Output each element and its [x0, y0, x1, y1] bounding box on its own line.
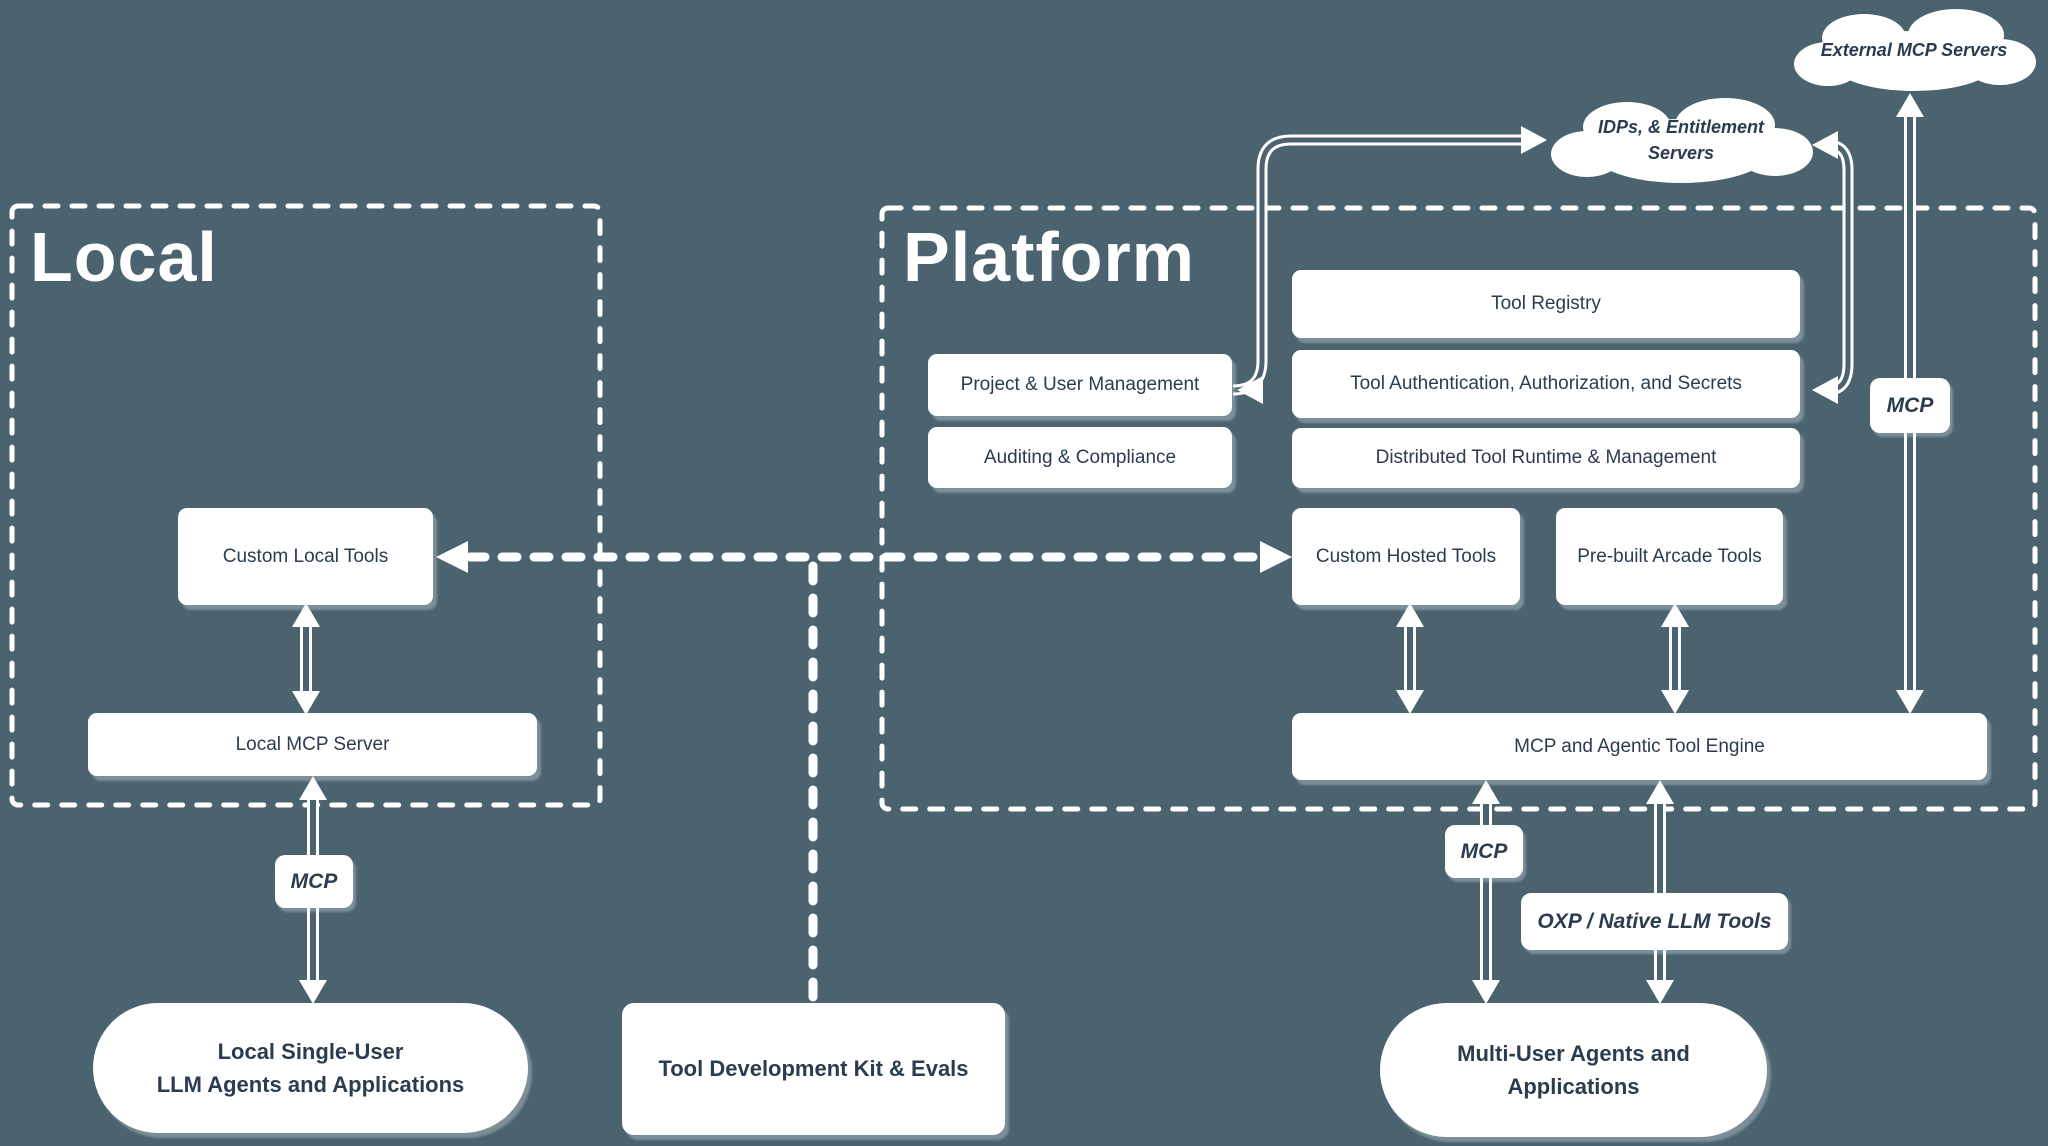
local-agents-line1: Local Single-User — [217, 1039, 404, 1064]
arrow-prebuilt-to-engine — [1661, 603, 1689, 714]
oxp-native-llm-tools-label: OXP / Native LLM Tools — [1521, 893, 1788, 950]
cloud-external-text: External MCP Servers — [1820, 39, 2008, 60]
platform-region-border — [879, 205, 2038, 812]
cloud-idps-text-line1: IDPs, & Entitlement — [1597, 117, 1765, 138]
local-agents-pill: Local Single-User LLM Agents and Applica… — [93, 1003, 528, 1133]
arrow-engine-to-multiuser-oxp — [1646, 780, 1674, 1004]
arrow-custom-local-to-custom-hosted — [436, 541, 1292, 573]
local-agents-label: Local Single-User LLM Agents and Applica… — [157, 1035, 465, 1101]
project-user-management-box: Project & User Management — [928, 354, 1232, 416]
mcp-label-external: MCP — [1870, 378, 1950, 433]
mcp-label-platform: MCP — [1445, 825, 1523, 878]
auditing-compliance-box: Auditing & Compliance — [928, 427, 1232, 488]
arrow-project-mgmt-to-idps-cloud — [1232, 126, 1547, 404]
multi-user-agents-label: Multi-User Agents and Applications — [1457, 1037, 1690, 1103]
multi-user-agents-line1: Multi-User Agents and — [1457, 1041, 1690, 1066]
distributed-runtime-box: Distributed Tool Runtime & Management — [1292, 428, 1800, 488]
cloud-shape — [1551, 98, 1813, 183]
cloud-external-label: External MCP Servers — [1788, 4, 2040, 97]
cloud-idps-text-line2: Servers — [1647, 142, 1715, 163]
cloud-external-mcp-servers: External MCP Servers — [1788, 4, 2040, 97]
local-agents-line2: LLM Agents and Applications — [156, 1072, 465, 1097]
prebuilt-arcade-tools-box: Pre-built Arcade Tools — [1556, 508, 1783, 605]
local-mcp-server-box: Local MCP Server — [88, 713, 537, 776]
arrow-engine-to-multiuser-mcp — [1472, 780, 1500, 1004]
platform-region-title: Platform — [903, 218, 1195, 296]
tool-auth-box: Tool Authentication, Authorization, and … — [1292, 350, 1800, 418]
arrow-custom-hosted-to-engine — [1396, 603, 1424, 714]
cloud-idps-entitlement-servers: IDPs, & Entitlement Servers — [1545, 92, 1817, 189]
tool-dev-kit-box: Tool Development Kit & Evals — [622, 1003, 1005, 1135]
local-region-border — [9, 203, 603, 808]
local-region-title: Local — [30, 218, 218, 296]
mcp-label-local: MCP — [275, 855, 353, 908]
custom-local-tools-box: Custom Local Tools — [178, 508, 433, 605]
cloud-shape — [1794, 9, 2036, 91]
multi-user-agents-pill: Multi-User Agents and Applications — [1380, 1003, 1767, 1137]
arrow-custom-local-to-local-mcp — [292, 603, 320, 715]
custom-hosted-tools-box: Custom Hosted Tools — [1292, 508, 1520, 605]
tool-registry-box: Tool Registry — [1292, 270, 1800, 338]
mcp-agentic-tool-engine-box: MCP and Agentic Tool Engine — [1292, 713, 1987, 780]
multi-user-agents-line2: Applications — [1507, 1074, 1640, 1099]
cloud-idps-label: IDPs, & Entitlement Servers — [1545, 92, 1817, 189]
arrow-idps-cloud-to-tool-auth — [1812, 131, 1854, 404]
